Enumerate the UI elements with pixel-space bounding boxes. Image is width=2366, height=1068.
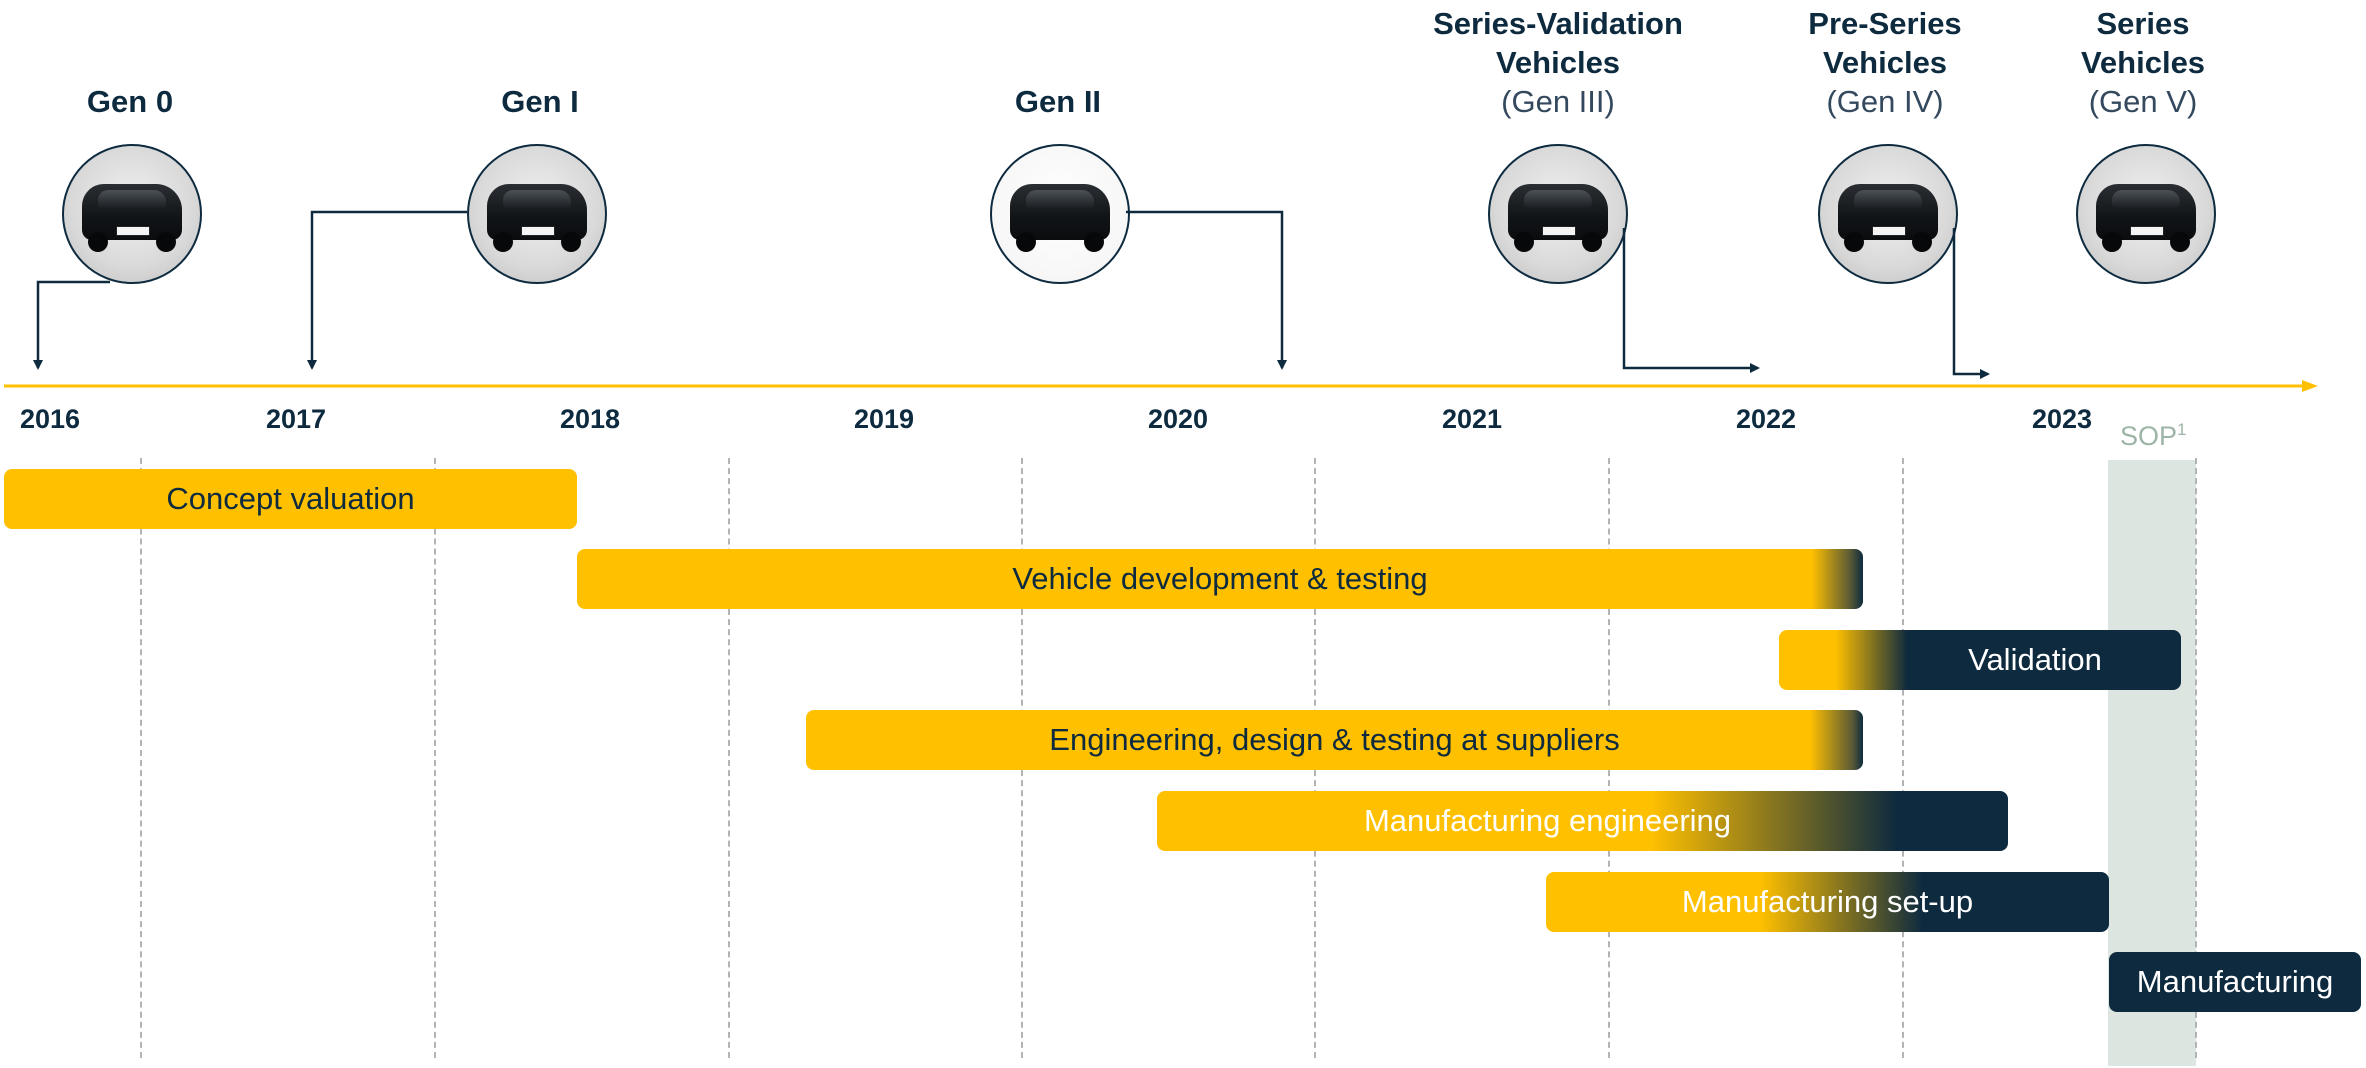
connector-arrow-gen0 xyxy=(33,280,110,370)
sop-label: SOP1 xyxy=(2120,420,2187,452)
connector-arrow-gen4 xyxy=(1952,228,1990,379)
vehicle-photo-gen1 xyxy=(467,144,607,284)
year-label: 2022 xyxy=(1736,404,1797,434)
vehicle-photo-gen0 xyxy=(62,144,202,284)
grid-line xyxy=(728,458,730,1058)
gen-subtitle: (Gen IV) xyxy=(1826,84,1944,119)
gen-title-text: Gen 0 xyxy=(86,84,174,119)
phase-bar-manufacturing: Manufacturing xyxy=(2109,952,2361,1012)
grid-line xyxy=(434,458,436,1058)
phase-label: Engineering, design & testing at supplie… xyxy=(1049,722,1620,757)
phase-label: Validation xyxy=(1968,642,2102,677)
phase-bar-manufacturing-setup: Manufacturing set-up xyxy=(1546,872,2109,932)
phase-label: Manufacturing xyxy=(2136,964,2334,999)
gen-title-text: Series Vehicles xyxy=(2080,6,2206,80)
vehicle-photo-gen4 xyxy=(1818,144,1958,284)
phase-label: Vehicle development & testing xyxy=(1012,561,1428,596)
gen-title-5: Series Vehicles (Gen V) xyxy=(2060,4,2226,121)
gen-subtitle: (Gen V) xyxy=(2088,84,2198,119)
vehicle-photo-gen2 xyxy=(990,144,1130,284)
year-label: 2023 xyxy=(2032,404,2093,434)
phase-bar-vehicle-development: Vehicle development & testing xyxy=(577,549,1863,609)
phase-bar-manufacturing-engineering: Manufacturing engineering xyxy=(1157,791,2008,851)
year-label: 2020 xyxy=(1148,404,1209,434)
connector-arrow-gen2 xyxy=(1126,210,1287,370)
grid-line xyxy=(1902,458,1904,1058)
phase-label: Manufacturing engineering xyxy=(1363,803,1732,838)
year-label: 2021 xyxy=(1442,404,1503,434)
phase-label: Manufacturing set-up xyxy=(1681,884,1974,919)
phase-bar-concept-valuation: Concept valuation xyxy=(4,469,577,529)
gen-subtitle: (Gen III) xyxy=(1501,84,1615,119)
gen-title-3: Series-Validation Vehicles (Gen III) xyxy=(1416,4,1700,121)
phase-label: Concept valuation xyxy=(166,481,415,516)
gen-title-4: Pre-Series Vehicles (Gen IV) xyxy=(1780,4,1990,121)
gen-title-text: Gen II xyxy=(1014,84,1102,119)
year-label: 2017 xyxy=(266,404,327,434)
year-label: 2019 xyxy=(854,404,915,434)
vehicle-photo-gen3 xyxy=(1488,144,1628,284)
grid-line xyxy=(140,458,142,1058)
gen-title-text: Gen I xyxy=(501,84,579,119)
year-label: 2018 xyxy=(560,404,621,434)
phase-bar-validation: Validation xyxy=(1779,630,2181,690)
year-label: 2016 xyxy=(20,404,81,434)
grid-line xyxy=(2195,458,2197,1058)
sop-footnote: 1 xyxy=(2177,420,2187,439)
connector-arrow-gen3 xyxy=(1622,228,1760,373)
gen-title-1: Gen I xyxy=(450,82,630,121)
vehicle-photo-gen5 xyxy=(2076,144,2216,284)
gen-title-text: Pre-Series Vehicles xyxy=(1808,6,1962,80)
gen-title-text: Series-Validation Vehicles xyxy=(1433,6,1683,80)
sop-text: SOP xyxy=(2120,421,2178,451)
gen-title-2: Gen II xyxy=(968,82,1148,121)
timeline-svg xyxy=(4,210,2318,392)
timeline-axis xyxy=(4,380,2318,392)
gen-title-0: Gen 0 xyxy=(40,82,220,121)
connector-arrow-gen1 xyxy=(307,210,467,370)
phase-bar-engineering-suppliers: Engineering, design & testing at supplie… xyxy=(806,710,1863,770)
